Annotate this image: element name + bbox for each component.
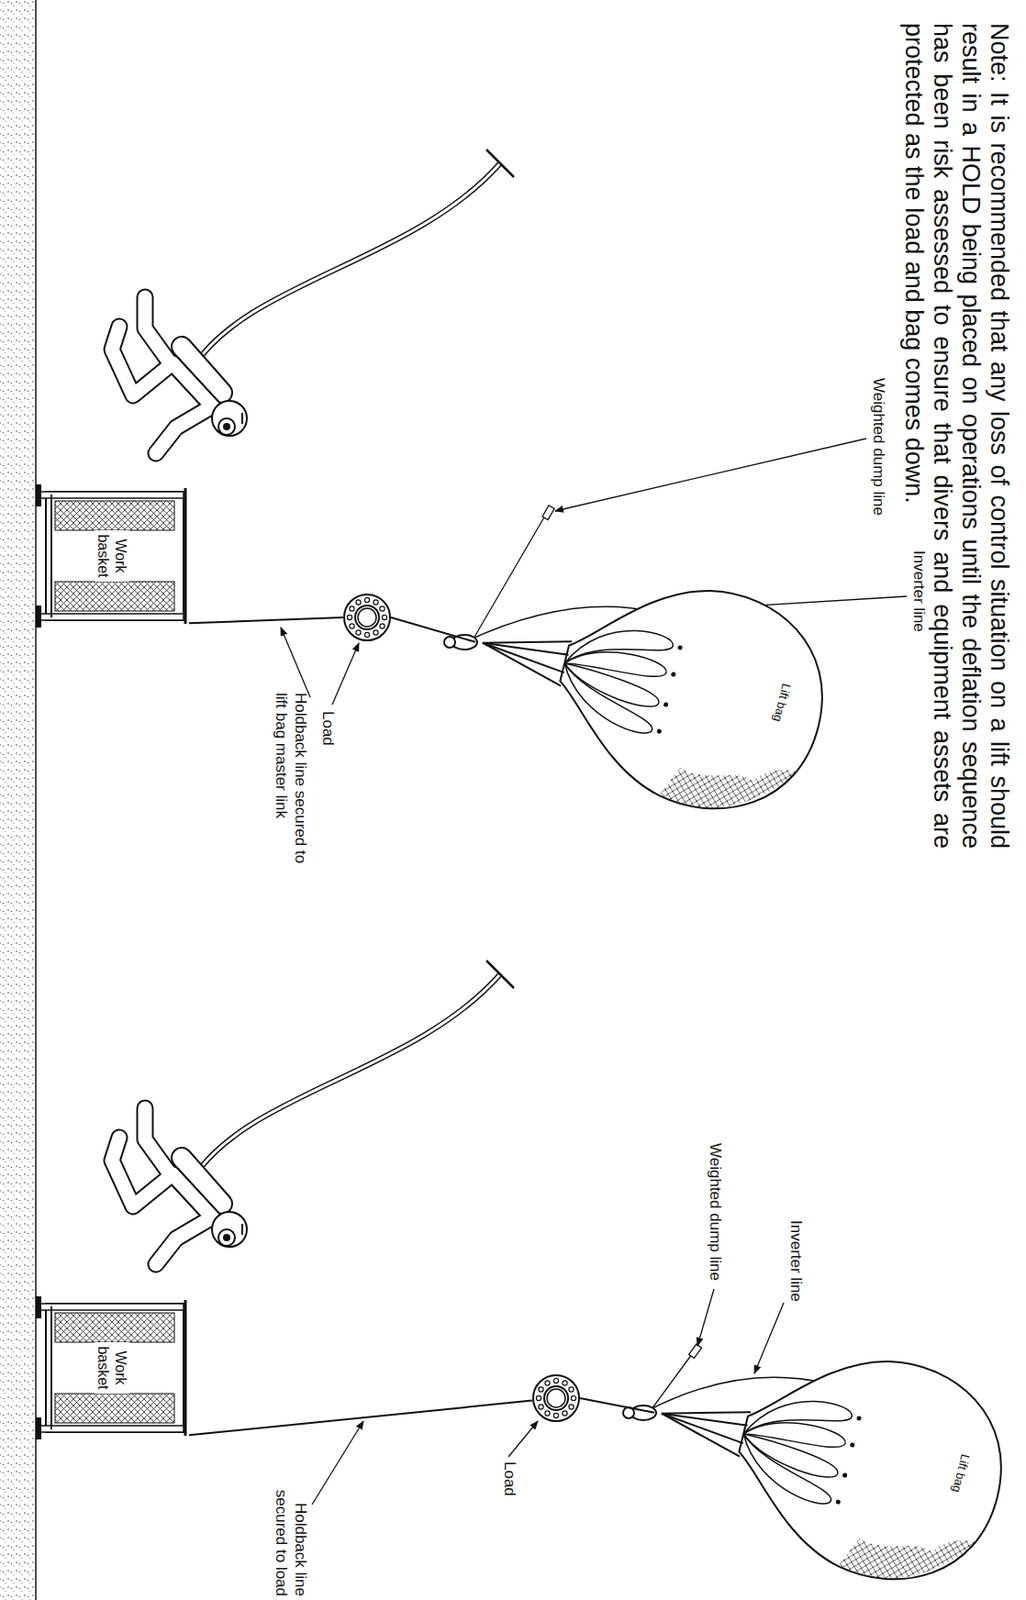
holdback-or-rigging-line <box>390 617 476 643</box>
holdback-or-rigging-line <box>189 617 344 624</box>
seabed <box>0 0 36 1600</box>
callout-label: Inverter line <box>909 550 929 633</box>
lift-bag: Lift bag <box>654 1298 1022 1593</box>
lift-bag-tilt: Lift bag <box>611 1301 1026 1600</box>
diver <box>111 960 514 1265</box>
load-label: Load <box>318 709 338 748</box>
work-basket: Work basket <box>35 484 190 628</box>
seabed-line <box>34 0 37 1600</box>
basket-label: Work basket <box>94 1342 130 1395</box>
callout-label: Holdback line secured to lift bag master… <box>271 692 311 882</box>
callout-label: Inverter line <box>786 1220 806 1303</box>
diver <box>111 149 514 454</box>
holdback-or-rigging-line <box>579 1398 655 1414</box>
holdback-or-rigging-line <box>189 1401 533 1437</box>
load-flange: Load <box>532 1374 580 1423</box>
flange-load <box>343 593 391 642</box>
leader-arrow <box>280 438 907 1506</box>
callout-label: Weighted dump line <box>869 378 889 516</box>
lift-bag: Lift bag <box>475 527 843 822</box>
load-flange: Load <box>343 593 391 642</box>
callout-label: Weighted dump line <box>705 1143 725 1282</box>
note-text: Note: It is recommended that any loss of… <box>899 22 1014 849</box>
work-basket: Work basket <box>35 1296 190 1440</box>
lift-bag-tilt: Lift bag <box>432 530 860 904</box>
lift-bag-shape <box>432 530 860 904</box>
flange-load <box>532 1374 580 1423</box>
basket-label: Work basket <box>94 530 130 582</box>
callout-label: Holdback line secured to load <box>271 1468 311 1597</box>
lift-bag-shape <box>611 1301 1026 1600</box>
load-label: Load <box>500 1460 520 1499</box>
